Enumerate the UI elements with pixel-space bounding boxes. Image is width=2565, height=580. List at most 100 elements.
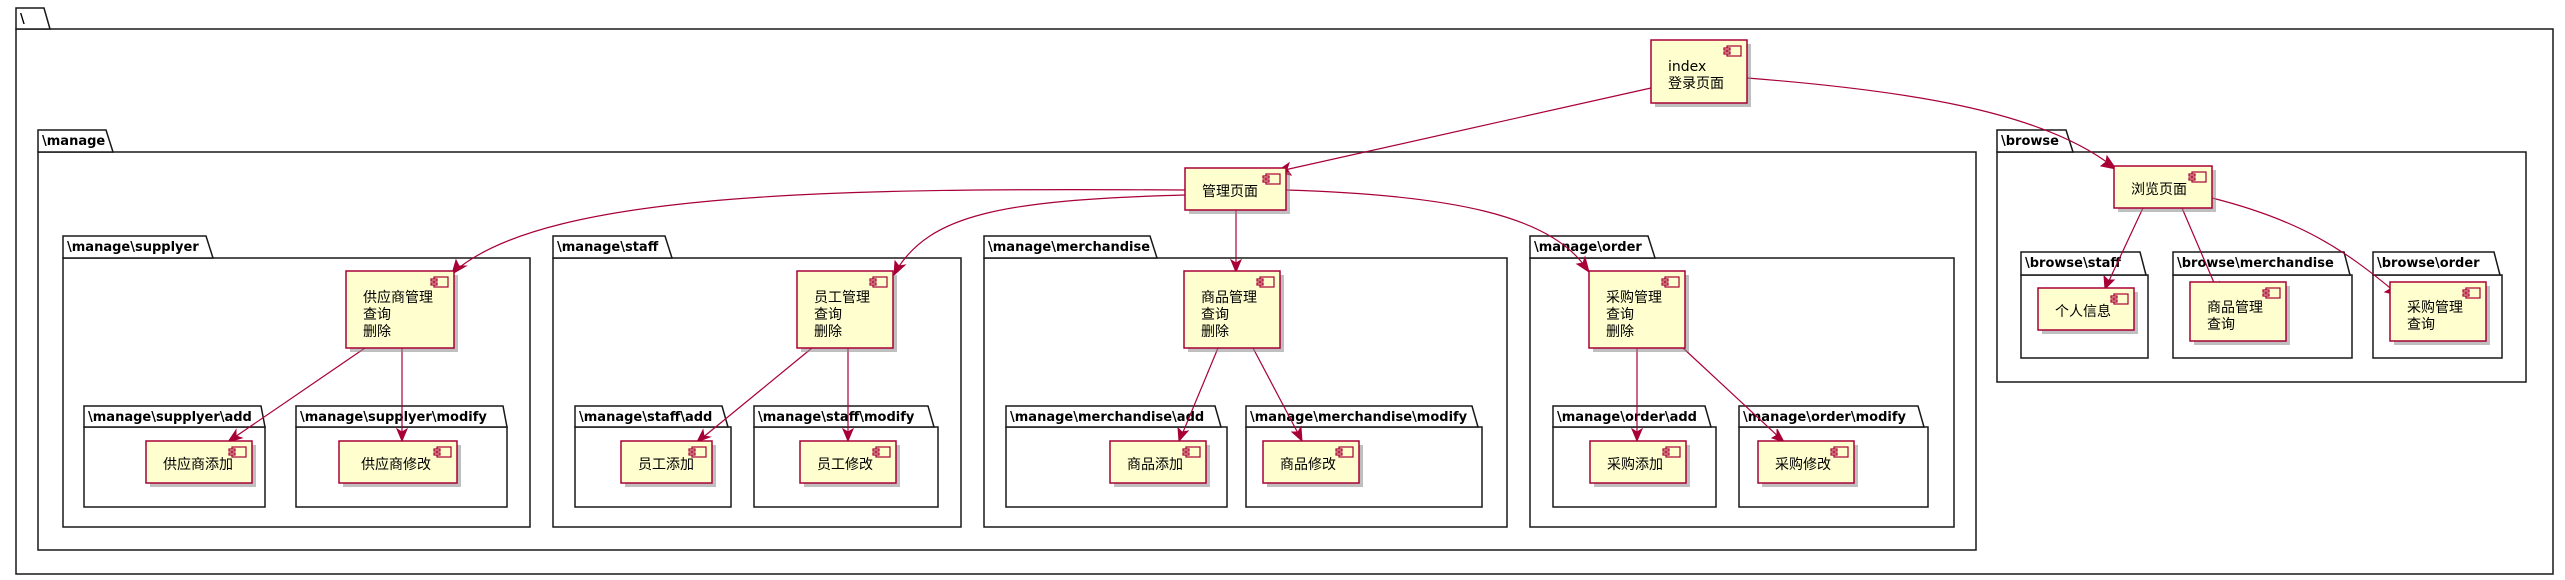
component-supplyer-mgmt-line-1: 供应商管理	[363, 289, 433, 306]
component-order-add-line-1: 采购添加	[1607, 457, 1663, 473]
component-supplyer-modify[interactable]: 供应商修改	[338, 440, 461, 487]
arrowhead-staff-to-add	[695, 428, 712, 443]
package-manage-label: \manage	[42, 134, 105, 149]
component-order-mgmt-line-1: 采购管理	[1606, 290, 1662, 306]
component-icon	[1182, 446, 1201, 458]
component-order-mgmt[interactable]: 采购管理 查询 删除	[1588, 270, 1689, 352]
component-index-line-2: 登录页面	[1668, 76, 1724, 92]
component-staff-add-line-1: 员工添加	[638, 457, 694, 473]
component-icon	[1262, 173, 1281, 185]
arrow-merch-to-modify	[1252, 347, 1301, 438]
package-manage-staff-modify-label: \manage\staff\modify	[758, 410, 915, 425]
component-staff-mgmt-line-3: 删除	[814, 324, 842, 340]
component-merch-add[interactable]: 商品添加	[1109, 440, 1210, 487]
arrow-index-to-browse	[1746, 77, 2113, 167]
component-browse-order[interactable]: 采购管理 查询	[2389, 281, 2490, 345]
arrow-manage-to-order	[1285, 189, 1587, 269]
package-manage-staff-label: \manage\staff	[557, 240, 659, 255]
component-order-modify-line-1: 采购修改	[1775, 457, 1831, 473]
component-icon	[1723, 45, 1742, 57]
arrowhead-order-to-modify	[1770, 428, 1786, 443]
arrowhead-browse-to-staff	[2103, 274, 2116, 291]
arrowhead-supplyer-to-add	[226, 428, 244, 443]
component-merch-modify[interactable]: 商品修改	[1262, 440, 1363, 487]
component-icon	[2110, 293, 2129, 305]
package-root-label: \	[20, 12, 25, 27]
component-browse-merch[interactable]: 商品管理 查询	[2189, 281, 2290, 345]
package-manage-supplyer-add-label: \manage\supplyer\add	[88, 410, 252, 425]
component-manage-page[interactable]: 管理页面	[1184, 167, 1290, 214]
component-manage-page-line-1: 管理页面	[1202, 184, 1258, 200]
component-staff-modify[interactable]: 员工修改	[799, 440, 900, 487]
component-icon	[688, 446, 707, 458]
component-supplyer-add[interactable]: 供应商添加	[145, 440, 256, 487]
component-browse-page[interactable]: 浏览页面	[2113, 165, 2216, 212]
arrowhead-merch-to-modify	[1290, 425, 1303, 443]
arrow-manage-to-supplyer	[454, 188, 1186, 272]
component-icon	[1661, 276, 1680, 288]
arrowhead-supplyer-to-modify	[395, 427, 409, 443]
component-icon	[872, 446, 891, 458]
arrow-order-to-modify	[1682, 347, 1782, 440]
package-manage-merchandise-label: \manage\merchandise	[988, 240, 1150, 255]
component-supplyer-mgmt-line-3: 删除	[363, 324, 391, 340]
component-icon	[430, 276, 449, 288]
arrowhead-order-to-add	[1630, 427, 1644, 443]
component-staff-mgmt-line-1: 员工管理	[814, 290, 870, 306]
component-icon	[433, 446, 452, 458]
component-supplyer-modify-line-1: 供应商修改	[361, 456, 431, 473]
package-manage-supplyer-label: \manage\supplyer	[67, 240, 199, 255]
component-browse-merch-line-2: 查询	[2207, 317, 2235, 333]
arrowhead-manage-to-staff	[893, 259, 907, 277]
package-manage-order-label: \manage\order	[1534, 240, 1642, 255]
arrowhead-manage-to-merch	[1229, 258, 1243, 274]
arrow-merch-to-add	[1180, 347, 1219, 438]
component-browse-page-line-1: 浏览页面	[2131, 182, 2187, 198]
component-icon	[1335, 446, 1354, 458]
component-merch-mgmt-line-2: 查询	[1201, 307, 1229, 323]
component-icon	[869, 276, 888, 288]
arrowhead-manage-to-supplyer	[451, 258, 468, 276]
arrowhead-manage-to-order	[1575, 255, 1590, 274]
dependency-arrows	[226, 77, 2400, 443]
package-browse-staff-label: \browse\staff	[2025, 256, 2121, 271]
component-supplyer-add-line-1: 供应商添加	[163, 456, 233, 473]
arrow-browse-to-merch	[2181, 207, 2219, 293]
component-merch-mgmt-line-1: 商品管理	[1201, 290, 1257, 306]
component-icon	[228, 446, 247, 458]
component-order-mgmt-line-3: 删除	[1606, 324, 1634, 340]
component-staff-mgmt-line-2: 查询	[814, 307, 842, 323]
component-index[interactable]: index 登录页面	[1650, 39, 1751, 107]
component-order-mgmt-line-2: 查询	[1606, 307, 1634, 323]
package-manage-order-add-label: \manage\order\add	[1557, 410, 1697, 425]
arrow-index-to-manage	[1279, 87, 1652, 172]
package-browse-label: \browse	[2001, 134, 2059, 149]
component-browse-staff-info-line-1: 个人信息	[2055, 303, 2111, 320]
component-merch-modify-line-1: 商品修改	[1280, 457, 1336, 473]
component-icon	[2262, 287, 2281, 299]
component-staff-mgmt[interactable]: 员工管理 查询 删除	[796, 270, 897, 352]
component-staff-add[interactable]: 员工添加	[620, 440, 716, 487]
package-browse-order-label: \browse\order	[2377, 256, 2480, 271]
component-browse-merch-line-1: 商品管理	[2207, 300, 2263, 316]
component-browse-order-line-1: 采购管理	[2407, 300, 2463, 316]
package-manage-staff-add-label: \manage\staff\add	[579, 410, 712, 425]
arrow-browse-to-staff	[2106, 207, 2144, 286]
component-staff-modify-line-1: 员工修改	[817, 457, 873, 473]
component-browse-staff-info[interactable]: 个人信息	[2037, 287, 2138, 334]
package-manage-supplyer-modify-label: \manage\supplyer\modify	[300, 410, 487, 425]
arrowhead-merch-to-add	[1177, 426, 1190, 443]
component-merch-mgmt[interactable]: 商品管理 查询 删除	[1183, 270, 1284, 352]
component-order-add[interactable]: 采购添加	[1589, 440, 1690, 487]
arrow-supplyer-to-add	[231, 347, 366, 440]
package-browse-merchandise-label: \browse\merchandise	[2177, 256, 2334, 271]
component-supplyer-mgmt[interactable]: 供应商管理 查询 删除	[345, 270, 458, 352]
package-manage-merchandise-add-label: \manage\merchandise\add	[1010, 410, 1204, 425]
component-icon	[2188, 171, 2207, 183]
arrow-staff-to-add	[700, 347, 813, 440]
component-merch-mgmt-line-3: 删除	[1201, 324, 1229, 340]
component-order-modify[interactable]: 采购修改	[1757, 440, 1858, 487]
component-merch-add-line-1: 商品添加	[1127, 457, 1183, 473]
component-browse-order-line-2: 查询	[2407, 317, 2435, 333]
